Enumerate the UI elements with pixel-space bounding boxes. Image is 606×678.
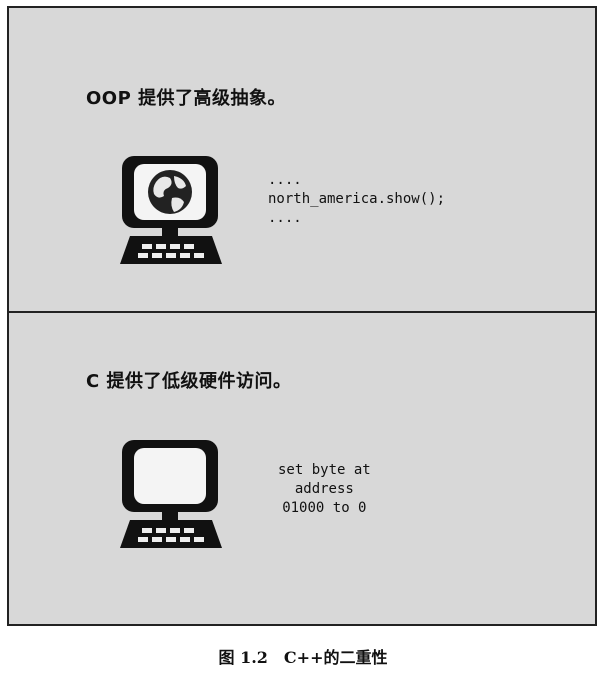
computer-blank-screen-icon bbox=[120, 440, 222, 548]
figure-label: 图 1.2 bbox=[218, 648, 268, 667]
c-code-line: set byte at bbox=[278, 462, 371, 478]
oop-panel bbox=[9, 8, 595, 313]
c-code: set byte at address 01000 to 0 bbox=[278, 461, 371, 518]
oop-code-line: .... bbox=[268, 172, 302, 188]
figure-caption: 图 1.2 C++的二重性 bbox=[0, 644, 606, 668]
oop-code-line: north_america.show(); bbox=[268, 191, 446, 207]
c-code-line: 01000 to 0 bbox=[282, 500, 367, 516]
figure-frame bbox=[7, 6, 597, 626]
oop-code: .... north_america.show(); .... bbox=[268, 171, 445, 228]
c-heading: C 提供了低级硬件访问。 bbox=[86, 371, 292, 392]
oop-heading: OOP 提供了高级抽象。 bbox=[86, 88, 287, 109]
figure-title: C++的二重性 bbox=[283, 648, 388, 667]
c-code-line: address bbox=[294, 481, 354, 497]
computer-globe-icon bbox=[120, 156, 222, 264]
oop-code-line: .... bbox=[268, 210, 302, 226]
